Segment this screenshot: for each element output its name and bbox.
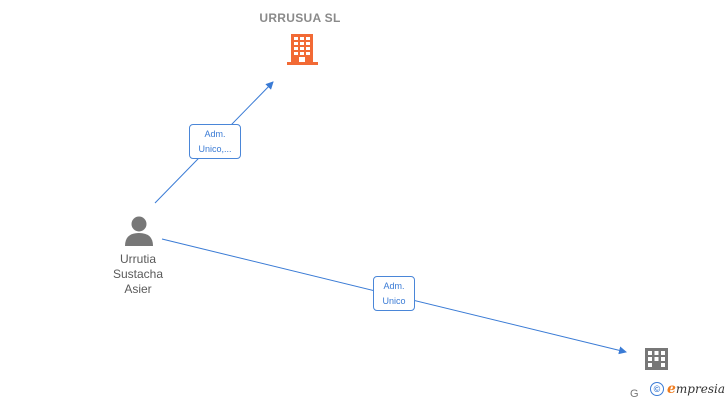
person-icon[interactable] — [125, 216, 153, 247]
copyright-icon: © — [650, 382, 664, 396]
building-icon[interactable] — [287, 34, 318, 65]
company-title[interactable]: URRUSUA SL — [259, 11, 341, 25]
person-name[interactable]: Urrutia Sustacha Asier — [100, 252, 176, 297]
brand-rest: mpresia — [675, 382, 725, 396]
empresia-logo[interactable]: © empresia — [650, 380, 725, 398]
edge-label-line: Adm. — [383, 281, 405, 291]
edge-label-adm-unico-1[interactable]: Adm. Unico,... — [189, 124, 241, 159]
secondary-building-icon[interactable] — [645, 348, 668, 370]
edge-label-adm-unico-2[interactable]: Adm. Unico — [373, 276, 415, 311]
person-name-line: Asier — [124, 282, 152, 296]
brand-initial: e — [667, 381, 676, 397]
brand-name: empresia — [667, 381, 725, 397]
person-name-line: Sustacha — [112, 267, 164, 281]
secondary-company-title[interactable]: G — [630, 388, 639, 400]
edge-label-line: Unico — [382, 296, 406, 306]
edge-label-line: Adm. — [204, 129, 226, 139]
edge-label-line: Unico,... — [198, 144, 232, 154]
person-name-line: Urrutia — [119, 252, 156, 266]
